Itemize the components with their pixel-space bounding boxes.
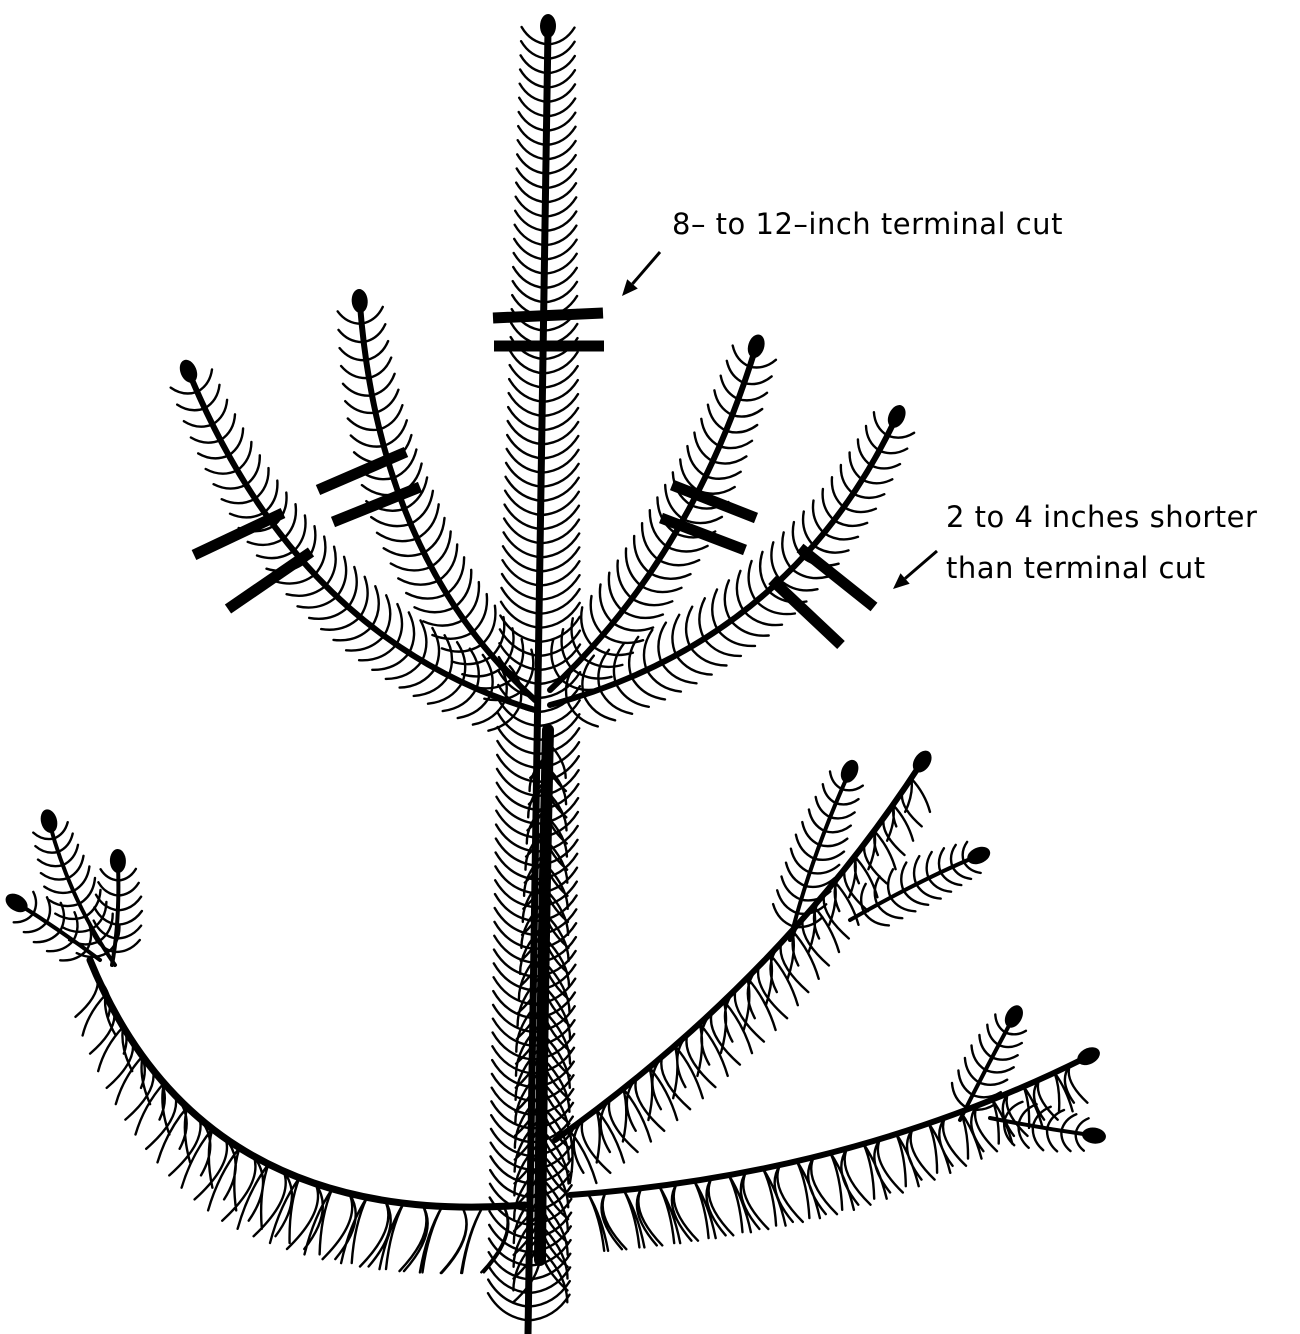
terminal-bud-icon [884,402,909,431]
terminal-bud-icon [1081,1126,1107,1145]
terminal-bud-icon [540,14,556,38]
lower-branch-left [90,960,525,1207]
lateral-cut-mark-right [661,485,756,550]
terminal-bud-icon [965,843,993,867]
terminal-cut-label: 8– to 12–inch terminal cut [672,207,1063,241]
terminal-bud-icon [109,849,126,874]
lower-twig-mid-right-1 [790,775,848,940]
terminal-bud-icon [2,890,31,916]
terminal-bud-icon [351,288,369,313]
terminal-bud-icon [745,332,767,360]
terminal-bud-icon [1074,1044,1103,1069]
lateral-cut-label-line1: 2 to 4 inches shorter [946,500,1257,534]
terminal-bud-icon [177,357,201,385]
lateral-cut-arrow-icon [893,551,937,589]
lateral-cut-label-line2: than terminal cut [946,551,1206,585]
lower-branch-mid-right [555,765,920,1140]
upper-lateral-right [550,350,755,690]
terminal-bud-icon [1001,1002,1026,1031]
terminal-cut-arrow-icon [622,252,660,296]
terminal-bud-icon [837,757,861,785]
terminal-bud-icon [38,807,60,834]
